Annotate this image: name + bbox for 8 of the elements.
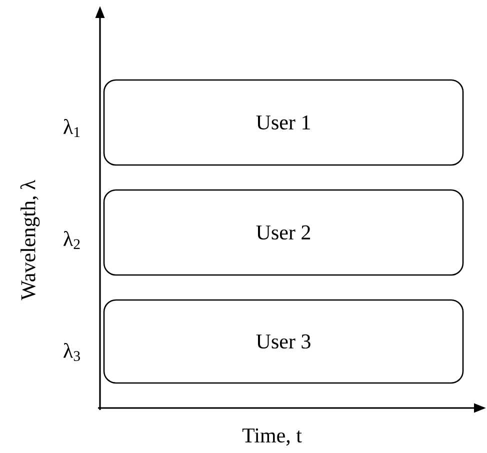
- wavelength-label: λ$_{1}$: [64, 119, 80, 137]
- user-box: User 3: [103, 299, 464, 384]
- user-box: User 2: [103, 189, 464, 276]
- user-box: User 1: [103, 79, 464, 166]
- axis-title: Wavelength, λ: [20, 180, 40, 300]
- wavelength-label: λ$_{3}$: [64, 342, 80, 362]
- axis-title: Time, t: [242, 428, 302, 446]
- wavelength-label: λ$_{2}$: [64, 231, 80, 249]
